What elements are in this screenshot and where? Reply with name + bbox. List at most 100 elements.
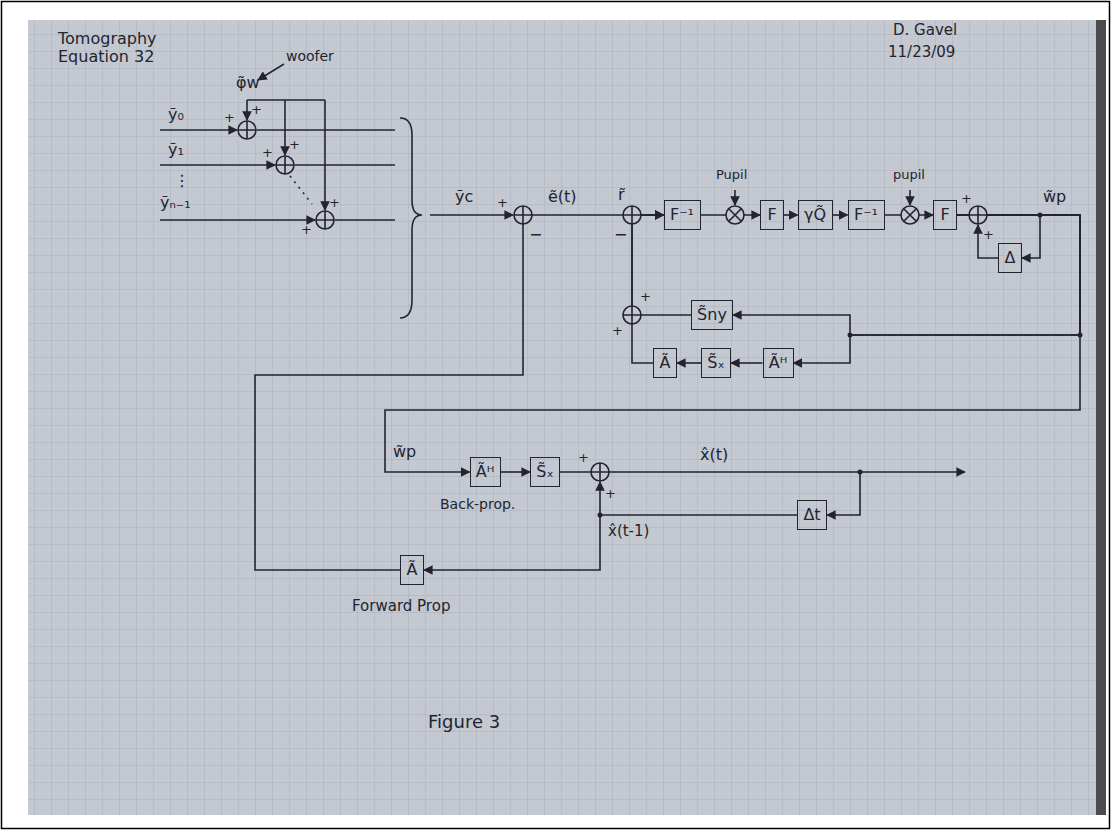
callout-arrow xyxy=(258,64,284,80)
callout-label-holder: woofer xyxy=(286,48,334,64)
signal-label: ỹ₀ xyxy=(168,106,184,124)
signal-label-holder: ỹc xyxy=(455,188,473,206)
input-wire xyxy=(160,219,315,221)
paper-sheet xyxy=(28,20,1100,815)
input-wire xyxy=(160,164,275,166)
sign-label-holder: − xyxy=(529,226,542,244)
sign-label-holder: + xyxy=(605,487,616,502)
junction-dot xyxy=(858,470,863,475)
block-label: S̃ny xyxy=(697,305,727,324)
signal-connector xyxy=(632,215,664,363)
sign-label: + xyxy=(961,192,972,207)
multiplier-cross xyxy=(904,209,916,221)
multiplier-junction xyxy=(901,206,919,224)
signal-label-holder: ỹ₁ xyxy=(168,141,184,159)
summing-junction xyxy=(969,206,987,224)
signal-connector xyxy=(833,214,848,216)
signal-connector xyxy=(385,215,1080,472)
block-label: S̃ₓ xyxy=(536,462,553,481)
signal-label-holder: r̃ xyxy=(618,186,625,204)
sign-label: + xyxy=(289,138,300,153)
sign-label: + xyxy=(251,103,262,118)
output-wire xyxy=(860,471,965,473)
prior-covariance-box: S̃ₓ xyxy=(701,348,731,378)
author-note-holder: D. Gavel xyxy=(893,22,957,39)
signal-label: ỹc xyxy=(455,188,473,206)
signal-label: ẽ(t) xyxy=(548,188,577,206)
sign-label-holder: + xyxy=(224,111,235,126)
signal-label: w̃p xyxy=(393,443,416,461)
signal-connector xyxy=(255,215,664,570)
signal-label-holder: w̃p xyxy=(1043,188,1066,206)
summing-cross xyxy=(591,463,609,481)
ellipsis-label: ⋮ xyxy=(174,172,190,190)
sign-label: + xyxy=(612,324,623,339)
input-wire xyxy=(335,219,395,221)
figure-caption: Figure 3 xyxy=(428,712,500,733)
summing-cross xyxy=(276,156,294,174)
sign-label-holder: + xyxy=(578,451,589,466)
paper-grid xyxy=(28,20,1100,815)
date-note-holder: 11/23/09 xyxy=(888,44,955,61)
sign-label-holder: + xyxy=(497,196,508,211)
signal-connector xyxy=(794,215,1081,363)
sign-label: + xyxy=(224,111,235,126)
woofer-wire xyxy=(284,100,286,155)
block-label: F⁻¹ xyxy=(670,205,694,224)
author-note: D. Gavel xyxy=(893,22,957,39)
block-label: Δt xyxy=(803,505,820,524)
forward-projection-box: Ã xyxy=(653,348,677,378)
junction-dot xyxy=(848,333,853,338)
signal-connector xyxy=(733,215,1080,335)
signal-label-holder: ỹ₀ xyxy=(168,106,184,124)
inverse-fft-box: F⁻¹ xyxy=(848,200,885,230)
inverse-fft-box: F⁻¹ xyxy=(664,200,701,230)
signal-wire xyxy=(430,214,513,216)
sign-label-holder: + xyxy=(301,223,312,238)
signal-label: φ̃w xyxy=(236,74,260,92)
signal-label-holder: x̂(t-1) xyxy=(608,523,649,540)
signal-label-holder: ẽ(t) xyxy=(548,188,577,206)
sign-label-holder: + xyxy=(612,324,623,339)
sign-label-holder: + xyxy=(329,196,340,211)
sign-label: + xyxy=(497,196,508,211)
sign-label-holder: + xyxy=(251,103,262,118)
woofer-wire xyxy=(246,100,248,120)
block-label: Ãᴴ xyxy=(476,462,495,481)
callout-label-holder: Pupil xyxy=(716,168,747,183)
sign-label-holder: + xyxy=(289,138,300,153)
woofer-wire xyxy=(247,99,325,101)
multiplier-cross xyxy=(729,209,741,221)
summing-junction xyxy=(514,206,532,224)
woofer-wire xyxy=(324,100,326,210)
summing-junction xyxy=(591,463,609,481)
figure-caption-holder: Figure 3 xyxy=(428,712,500,733)
callout-label: pupil xyxy=(893,168,925,183)
section-note-holder: Forward Prop xyxy=(352,598,450,615)
date-note: 11/23/09 xyxy=(888,44,955,61)
signal-connector xyxy=(632,215,691,315)
signal-connector xyxy=(784,214,798,216)
paper-edge-shadow xyxy=(1096,20,1106,815)
summing-junction xyxy=(238,121,256,139)
block-label: Ã xyxy=(407,560,418,579)
sign-label: + xyxy=(640,290,651,305)
signal-label-holder: x̂(t) xyxy=(700,446,728,464)
summing-junction xyxy=(276,156,294,174)
sign-label-holder: + xyxy=(983,228,994,243)
block-label: F xyxy=(767,205,776,224)
feedback-wire xyxy=(599,482,601,515)
signal-label-holder: w̃p xyxy=(393,443,416,461)
summing-cross xyxy=(623,306,641,324)
input-wire xyxy=(295,164,395,166)
callout-label-holder: pupil xyxy=(893,168,925,183)
junction-dots xyxy=(598,213,1083,518)
summing-cross xyxy=(316,211,334,229)
callout-label: Pupil xyxy=(716,168,747,183)
fft-box: F xyxy=(760,200,784,230)
junction-dot xyxy=(1078,333,1083,338)
back-projection-box: Ãᴴ xyxy=(763,348,794,378)
sign-label: + xyxy=(578,451,589,466)
summing-junction xyxy=(623,306,641,324)
